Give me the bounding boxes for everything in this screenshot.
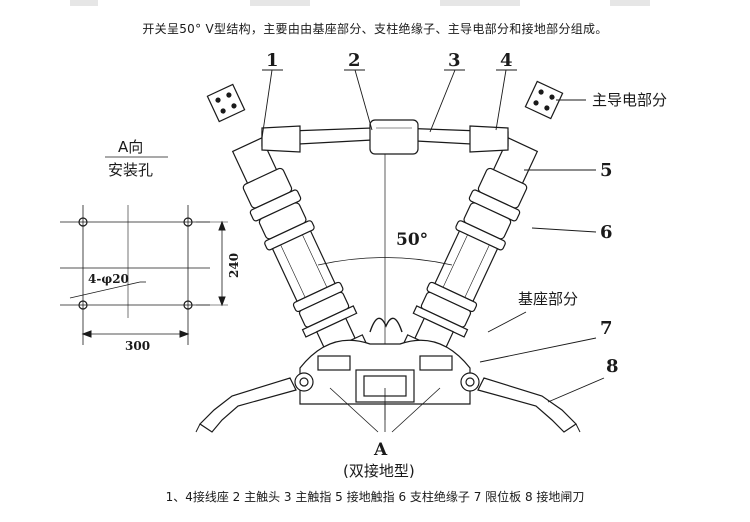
switch-body bbox=[195, 80, 581, 433]
header-note: 开关呈50° V型结构，主要由由基座部分、支柱绝缘子、主导电部分和接地部分组成。 bbox=[142, 22, 608, 36]
double-ground-label: (双接地型) bbox=[343, 462, 415, 480]
view-a-label: A bbox=[373, 440, 388, 460]
height-dimension: 240 bbox=[227, 253, 241, 278]
parts-legend-caption: 1、4接线座 2 主触头 3 主触指 5 接地触指 6 支柱绝缘子 7 限位板 … bbox=[165, 490, 585, 504]
callout-3: 3 bbox=[448, 50, 461, 71]
mounting-hole-subtitle: 安装孔 bbox=[108, 161, 153, 179]
callout-7: 7 bbox=[600, 318, 613, 339]
main-conductive-label: 主导电部分 bbox=[592, 91, 667, 109]
callout-5: 5 bbox=[600, 160, 613, 181]
callout-6: 6 bbox=[600, 222, 613, 243]
angle-label: 50° bbox=[396, 230, 428, 250]
mounting-hole-view bbox=[60, 156, 228, 345]
base-label: 基座部分 bbox=[518, 290, 578, 308]
width-dimension: 300 bbox=[125, 339, 150, 353]
callout-8: 8 bbox=[606, 356, 619, 377]
callout-2: 2 bbox=[348, 50, 361, 71]
hole-spec-label: 4-φ20 bbox=[88, 272, 129, 286]
callout-4: 4 bbox=[500, 50, 513, 71]
callout-1: 1 bbox=[266, 50, 279, 71]
a-view-title: A向 bbox=[118, 138, 143, 156]
faded-top-text bbox=[70, 0, 650, 6]
callout-leaders bbox=[261, 69, 605, 403]
view-a-arrows bbox=[329, 387, 441, 433]
